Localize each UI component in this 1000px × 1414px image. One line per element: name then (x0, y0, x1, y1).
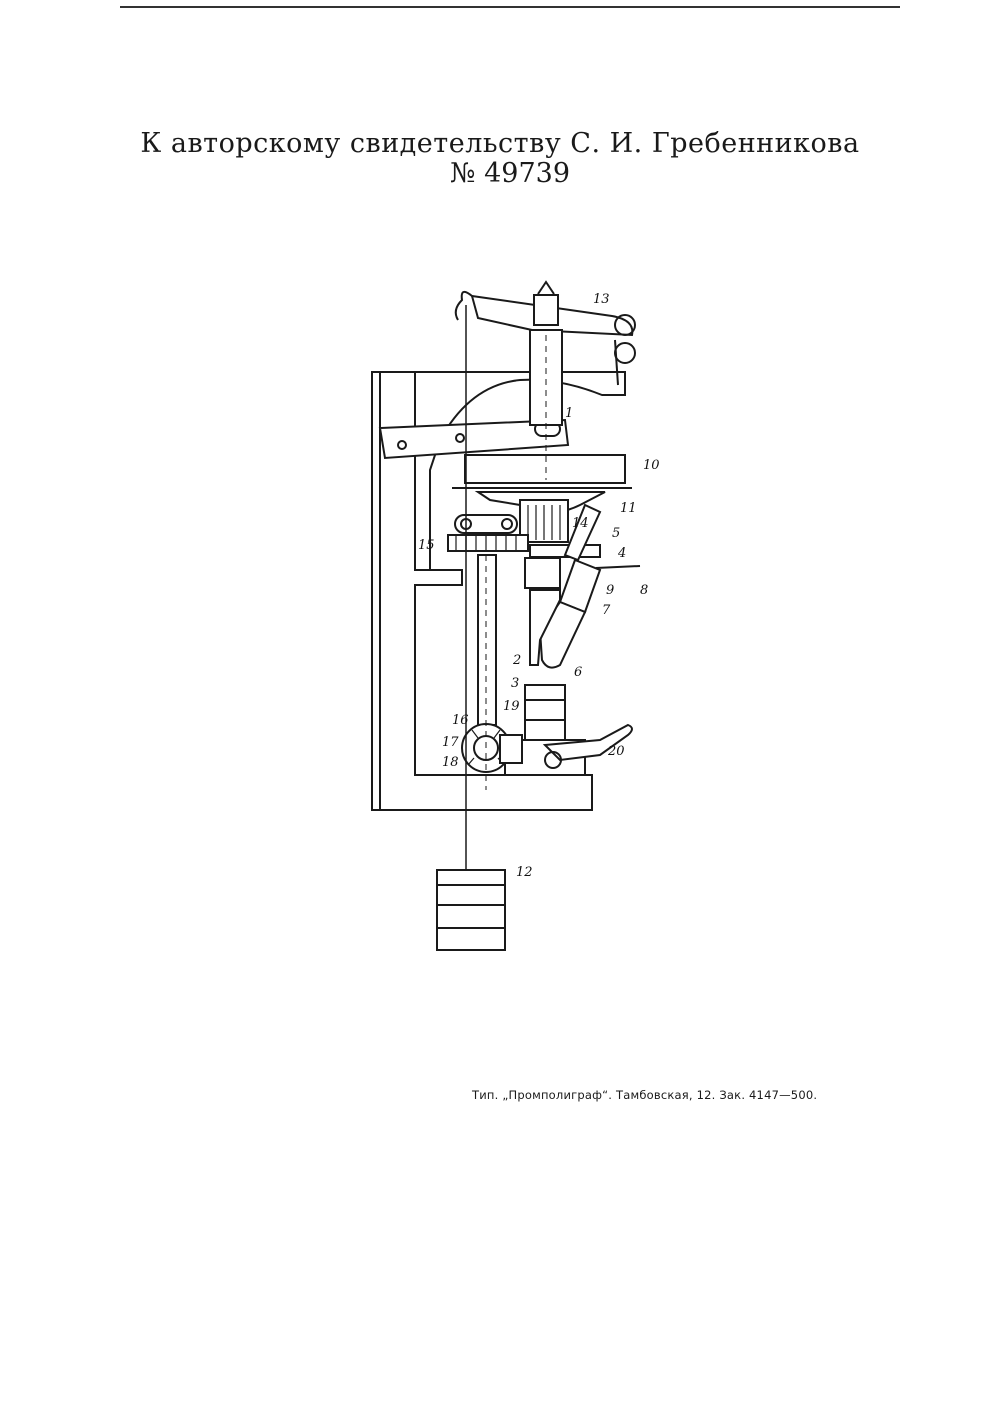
printer-footer: Тип. „Промполиграф“. Тамбовская, 12. Зак… (472, 1088, 818, 1102)
label-18: 18 (442, 755, 459, 770)
label-15: 15 (418, 538, 435, 553)
label-13: 13 (593, 292, 610, 307)
label-4: 4 (617, 546, 626, 561)
label-14: 14 (572, 516, 589, 531)
label-12: 12 (516, 865, 533, 880)
label-6: 6 (574, 665, 582, 680)
label-11: 11 (620, 501, 637, 516)
label-17: 17 (442, 735, 459, 750)
patent-number: № 49739 (449, 158, 571, 189)
label-10: 10 (643, 458, 660, 473)
label-7: 7 (602, 603, 611, 618)
label-2: 2 (512, 653, 521, 668)
label-1: 1 (565, 406, 573, 421)
document-heading: К авторскому свидетельству С. И. Гребенн… (140, 128, 860, 159)
label-16: 16 (452, 713, 469, 728)
label-9: 9 (606, 583, 614, 598)
label-3: 3 (511, 676, 519, 691)
top-rule (120, 6, 900, 8)
label-20: 20 (607, 744, 625, 759)
label-5: 5 (612, 526, 620, 541)
label-19: 19 (503, 699, 520, 714)
label-8: 8 (640, 583, 648, 598)
